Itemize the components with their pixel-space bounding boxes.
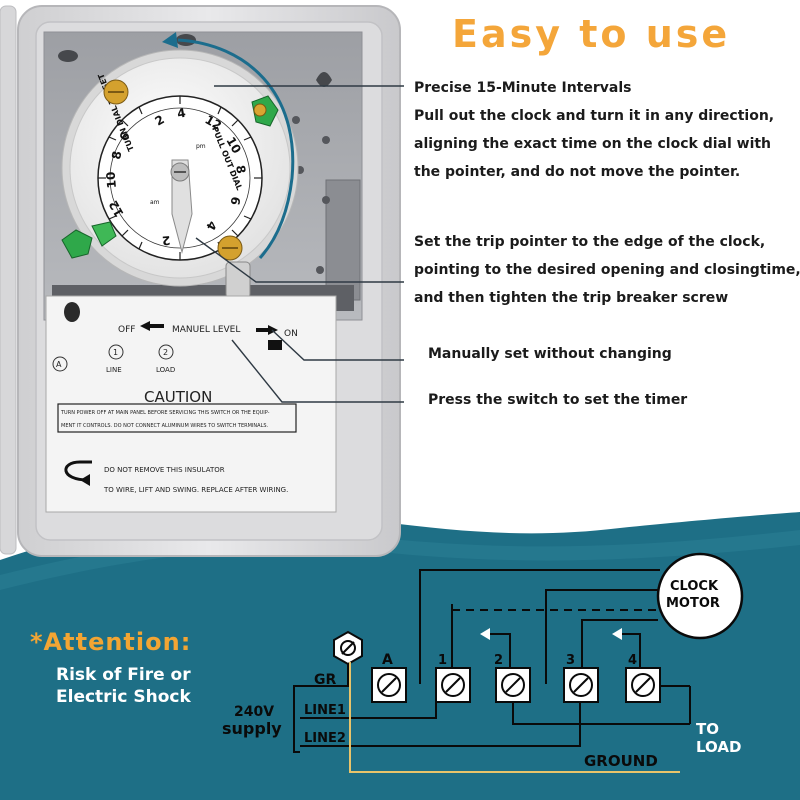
terminal-a-wiring: A (382, 652, 393, 668)
dial-number: 8 (233, 164, 248, 175)
caution-heading: CAUTION (144, 388, 212, 406)
dial-number: 2 (161, 233, 171, 248)
headline: Easy to use (452, 12, 731, 56)
feature-trip-line-3: and then tighten the trip breaker screw (414, 290, 729, 306)
rotation-arrow (177, 38, 295, 259)
caution-text-1: TURN POWER OFF AT MAIN PANEL BEFORE SERV… (60, 410, 270, 416)
supply-label: supply (222, 719, 282, 738)
insulator-card (45, 295, 337, 513)
feature-intervals: Precise 15-Minute Intervals Pull out the… (414, 74, 774, 186)
gr-label: GR (314, 672, 336, 688)
line2-label: LINE2 (304, 731, 346, 746)
feature-intervals-line-3: the pointer, and do not move the pointer… (414, 164, 741, 180)
feature-trip-line-2: pointing to the desired opening and clos… (414, 262, 800, 278)
trip-pointer-off[interactable] (61, 221, 117, 259)
insulator-text-1: DO NOT REMOVE THIS INSULATOR (104, 466, 225, 474)
terminal-2-wiring: 2 (494, 653, 503, 668)
ground-label: GROUND (584, 752, 658, 770)
supply-voltage-label: 240V (234, 704, 274, 720)
dial-pm-label: pm (196, 143, 206, 150)
terminal-a-label: A (56, 360, 62, 369)
manual-level-label: MANUEL LEVEL (172, 325, 240, 335)
dial-number: 4 (176, 106, 187, 121)
line-label: LINE (106, 366, 122, 374)
attention-title: *Attention: (30, 628, 192, 656)
dial-number: 6 (228, 195, 243, 206)
insulator-labels: OFF MANUEL LEVEL ON A 1 2 LINE LOAD CAUT… (56, 325, 298, 494)
feature-press: Press the switch to set the timer (428, 392, 688, 408)
load-wiring-label: LOAD (696, 738, 741, 756)
on-label: ON (284, 329, 298, 339)
wiring-diagram (293, 552, 744, 753)
line1-label: LINE1 (304, 703, 346, 718)
terminal-1-label: 1 (113, 348, 118, 357)
terminal-4-wiring: 4 (628, 653, 637, 668)
feature-intervals-title: Precise 15-Minute Intervals (414, 80, 632, 96)
ground-wire (349, 662, 680, 773)
terminal-3-wiring: 3 (566, 653, 575, 668)
off-label: OFF (118, 325, 135, 335)
clock-dial[interactable] (61, 49, 299, 287)
dial-number: 10 (104, 171, 119, 189)
clock-motor-label-2: MOTOR (666, 596, 720, 611)
attention-risk: Risk of Fire or Electric Shock (56, 664, 191, 708)
attention-risk-line-2: Electric Shock (56, 687, 191, 707)
feature-trip-line-1: Set the trip pointer to the edge of the … (414, 234, 766, 250)
terminal-1-wiring: 1 (438, 653, 447, 668)
insulator-text-2: TO WIRE, LIFT AND SWING. REPLACE AFTER W… (103, 486, 288, 494)
feature-intervals-line-1: Pull out the clock and turn it in any di… (414, 108, 775, 124)
dial-number: 8 (109, 150, 124, 161)
feature-intervals-line-2: aligning the exact time on the clock dia… (414, 136, 772, 152)
callout-lines (195, 85, 404, 403)
caution-text-2: MENT IT CONTROLS. DO NOT CONNECT ALUMINU… (61, 423, 269, 429)
dial-am-label: am (150, 199, 160, 206)
feature-trip: Set the trip pointer to the edge of the … (414, 228, 800, 312)
wiring-labels: CLOCK MOTOR GR A 1 2 3 4 240V supply LIN… (222, 579, 741, 770)
load-label: LOAD (156, 366, 175, 374)
clock-motor-label-1: CLOCK (670, 579, 719, 594)
terminal-2-label: 2 (163, 348, 168, 357)
attention-risk-line-1: Risk of Fire or (56, 665, 191, 685)
feature-manual: Manually set without changing (428, 346, 672, 362)
to-label: TO (696, 720, 719, 738)
teal-band (0, 510, 800, 800)
gold-screw-top (103, 79, 129, 105)
trip-pointer-on[interactable] (251, 95, 279, 127)
dial-pointer (171, 159, 193, 254)
